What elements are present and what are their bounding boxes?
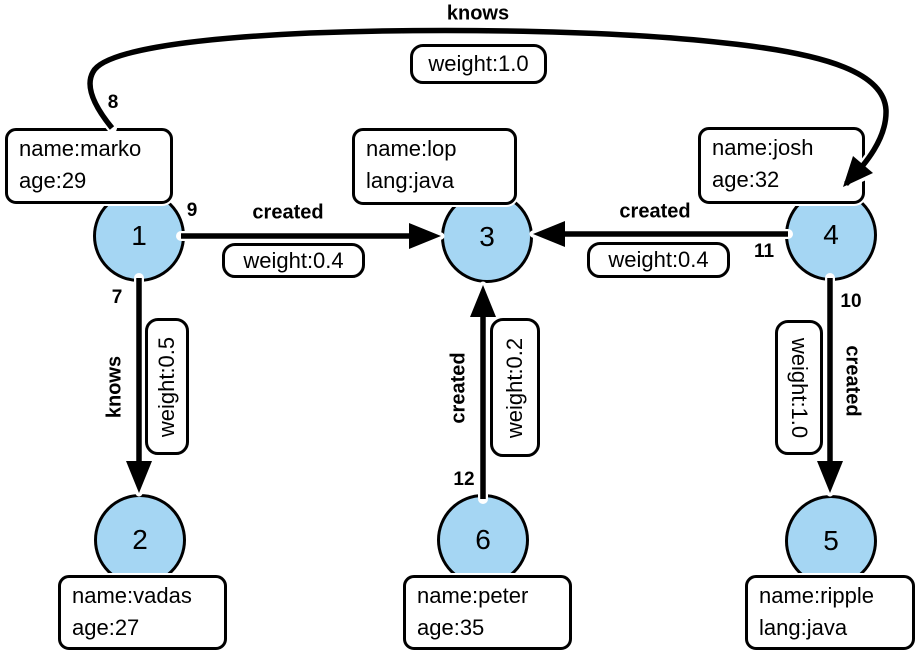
edge-12-weight-box: weight:0.2 (490, 318, 540, 457)
prop-line: name:josh (712, 135, 814, 160)
edge-7-id: 7 (111, 287, 123, 308)
edge-8-weight: weight:1.0 (428, 51, 529, 76)
edge-7-weight-box: weight:0.5 (145, 318, 189, 455)
node-3-id: 3 (479, 221, 495, 252)
edge-12-label: created (447, 352, 470, 424)
edge-8-id: 8 (107, 92, 119, 113)
node-2: 2 (94, 494, 186, 586)
edge-11-weight-box: weight:0.4 (587, 242, 730, 278)
prop-line: age:29 (19, 168, 87, 193)
node-6-properties-box: name:peter age:35 (403, 575, 572, 650)
node-5-id: 5 (823, 525, 839, 556)
edge-7-label: knows (103, 355, 126, 419)
edge-12-weight: weight:0.2 (502, 337, 528, 438)
edge-8-label: knows (446, 2, 510, 25)
prop-line: name:peter (417, 583, 529, 608)
node-2-id: 2 (132, 524, 148, 555)
node-1-id: 1 (131, 220, 147, 251)
node-5-properties-box: name:ripple lang:java (745, 575, 915, 650)
prop-line: age:32 (712, 167, 780, 192)
edge-9-label: created (252, 201, 324, 224)
node-2-properties-box: name:vadas age:27 (58, 575, 227, 650)
edge-10-id: 10 (840, 291, 862, 312)
prop-line: name:ripple (759, 583, 874, 608)
prop-line: age:35 (417, 615, 485, 640)
edge-9-weight-box: weight:0.4 (222, 243, 365, 278)
node-3-properties-box: name:lop lang:java (352, 128, 517, 205)
edge-7-weight: weight:0.5 (154, 336, 180, 437)
edge-11-id: 11 (753, 241, 775, 262)
prop-line: name:vadas (72, 583, 192, 608)
edge-8-weight-box: weight:1.0 (410, 44, 547, 84)
edge-9-id: 9 (186, 200, 198, 221)
prop-line: lang:java (759, 615, 848, 640)
edge-12-id: 12 (453, 469, 475, 490)
node-4-id: 4 (823, 219, 839, 250)
node-4-properties-box: name:josh age:32 (698, 127, 865, 204)
node-6-id: 6 (475, 524, 491, 555)
node-1-properties-box: name:marko age:29 (5, 128, 173, 204)
prop-line: lang:java (366, 168, 455, 193)
edge-10-weight-box: weight:1.0 (775, 320, 823, 455)
edge-9-weight: weight:0.4 (243, 247, 344, 273)
node-1: 1 (93, 190, 185, 282)
node-6: 6 (437, 494, 529, 586)
prop-line: name:marko (19, 136, 142, 161)
prop-line: name:lop (366, 136, 457, 161)
node-4: 4 (785, 189, 877, 281)
edge-10-label: created (841, 345, 864, 417)
prop-line: age:27 (72, 615, 140, 640)
node-5: 5 (785, 495, 877, 587)
edge-11-weight: weight:0.4 (608, 247, 709, 272)
edge-10-weight: weight:1.0 (787, 337, 813, 438)
edge-11-label: created (619, 200, 691, 223)
